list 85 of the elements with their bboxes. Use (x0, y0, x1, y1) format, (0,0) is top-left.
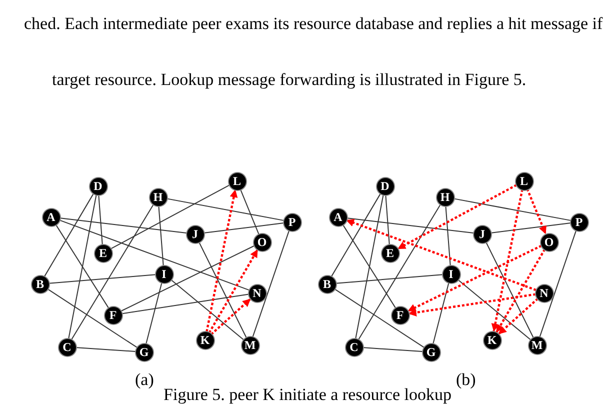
peer-node: G (422, 344, 440, 360)
peer-node: F (392, 306, 408, 324)
connector-line (46, 288, 138, 348)
peer-node: I (156, 266, 172, 282)
connector-line (58, 218, 188, 234)
connector-line (445, 204, 451, 266)
peer-node: F (104, 306, 122, 324)
arrow (206, 189, 238, 332)
peer-node: M (242, 336, 258, 354)
connector-line (146, 282, 162, 344)
arrow (346, 218, 536, 292)
arrow (526, 188, 547, 235)
connector-line (490, 222, 572, 234)
arrow (396, 184, 518, 250)
connector-line (358, 204, 442, 340)
peer-node: H (436, 188, 454, 206)
connector-line (334, 274, 444, 284)
arrow (491, 189, 524, 332)
peer-node: C (346, 338, 362, 356)
peer-node: D (90, 178, 106, 194)
peer-node: G (136, 344, 152, 360)
peer-node: L (228, 172, 246, 190)
peer-node: O (540, 234, 558, 250)
connector-line (240, 188, 260, 235)
figure-caption: Figure 5. peer K initiate a resource lookup (162, 385, 452, 405)
connector-line (170, 278, 244, 340)
paragraph-text: ched. Each intermediate peer exams its resource database and replies a hit message if (24, 14, 603, 34)
panel-label: (a) (135, 370, 154, 390)
arrow (408, 293, 536, 316)
connector-line (55, 224, 109, 308)
connector-line (120, 294, 250, 314)
peer-node: I (442, 266, 460, 282)
connector-line (44, 192, 94, 278)
peer-node: E (94, 244, 112, 262)
peer-node: D (376, 178, 394, 194)
peer-node: J (186, 226, 204, 242)
peer-node: K (196, 332, 214, 348)
connector-line (110, 184, 230, 250)
connector-line (355, 194, 384, 340)
peer-node: J (474, 226, 490, 242)
connector-line (334, 288, 424, 348)
connector-line (120, 245, 255, 312)
paragraph-text: target resource. Lookup message forwarding is illustrated in Figure 5. (52, 70, 526, 90)
connector-line (48, 274, 156, 284)
connector-line (98, 194, 103, 246)
connector-line (362, 347, 424, 352)
connector-line (346, 218, 474, 234)
connector-line (485, 241, 534, 338)
connector-line (198, 241, 247, 338)
peer-node: M (528, 336, 546, 354)
connector-line (58, 219, 250, 291)
connector-line (74, 347, 136, 352)
peer-node: B (318, 276, 336, 292)
connector-line (452, 198, 572, 221)
connector-line (457, 278, 531, 340)
arrow (210, 298, 252, 336)
connector-line (202, 222, 284, 234)
connector-line (252, 230, 290, 338)
peer-node: L (516, 172, 532, 190)
arrow (208, 248, 259, 334)
peer-node: C (58, 338, 76, 356)
arrow (407, 244, 542, 312)
peer-node: A (42, 208, 60, 226)
connector-line (70, 204, 154, 340)
arrow (498, 298, 538, 336)
peer-node: H (150, 188, 166, 206)
connector-line (432, 282, 450, 344)
peer-node: K (484, 332, 500, 348)
connector-line (158, 204, 164, 266)
peer-node: N (536, 284, 552, 302)
panel-label: (b) (456, 370, 476, 390)
peer-node: A (330, 208, 346, 226)
connector-line (166, 198, 284, 221)
peer-node: E (382, 244, 398, 262)
connector-line (68, 194, 97, 340)
connector-line (385, 194, 390, 246)
connector-line (342, 224, 396, 308)
connector-line (330, 192, 382, 278)
peer-node: P (570, 214, 588, 230)
connector-line (539, 230, 577, 338)
arrow (495, 248, 546, 334)
peer-node: P (284, 214, 300, 230)
peer-node: N (248, 284, 266, 302)
peer-node: O (254, 234, 270, 250)
peer-node: B (32, 276, 48, 292)
